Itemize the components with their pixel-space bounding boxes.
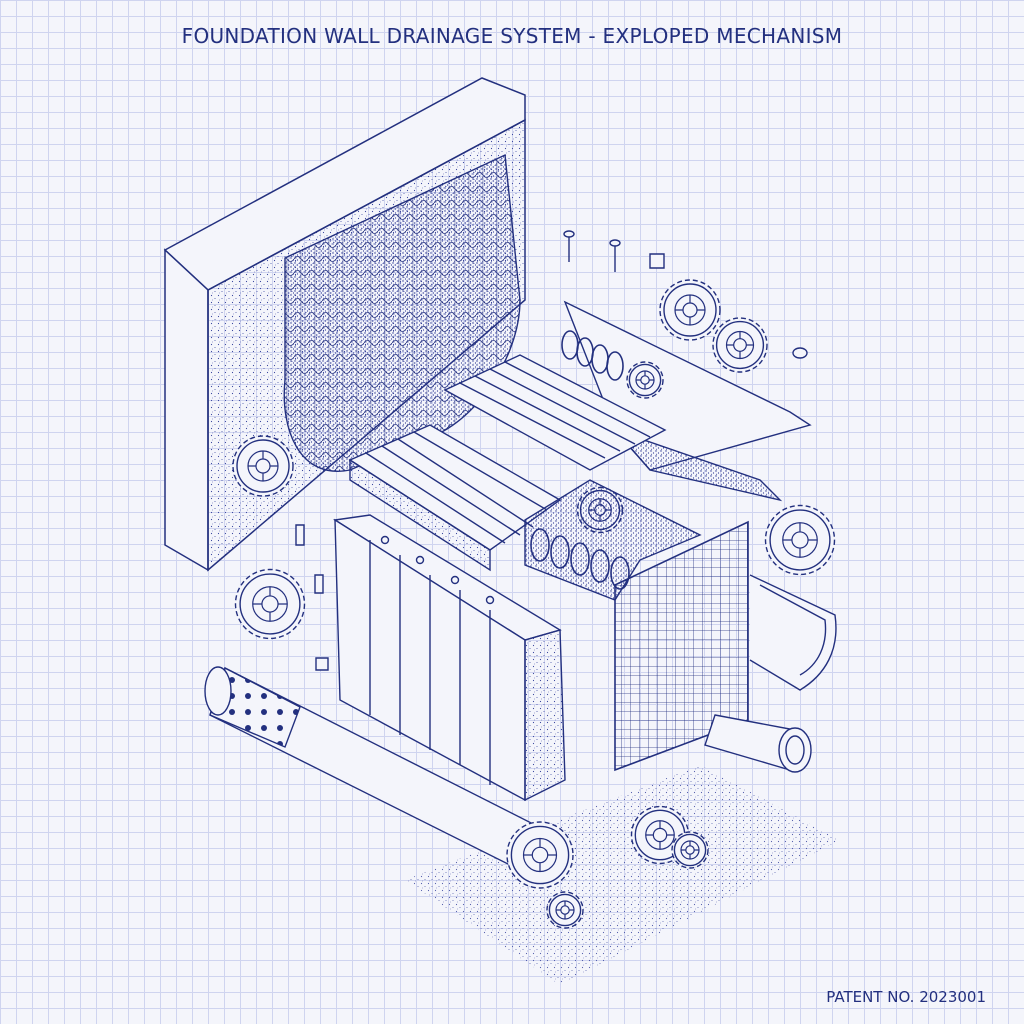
- perforated-pipe: [205, 667, 545, 870]
- drain-channel: [750, 575, 836, 690]
- geotextile-mesh: [615, 522, 748, 770]
- fasteners: [296, 231, 807, 670]
- diagram-title: FOUNDATION WALL DRAINAGE SYSTEM - EXPLOP…: [181, 24, 843, 48]
- filter-block: [525, 480, 700, 600]
- ribbed-panels: [350, 355, 665, 570]
- patent-number: PATENT NO. 2023001: [826, 988, 986, 1006]
- drainage-board: [335, 515, 565, 800]
- gravel-bed: [405, 765, 840, 985]
- outlet-pipe: [705, 715, 811, 772]
